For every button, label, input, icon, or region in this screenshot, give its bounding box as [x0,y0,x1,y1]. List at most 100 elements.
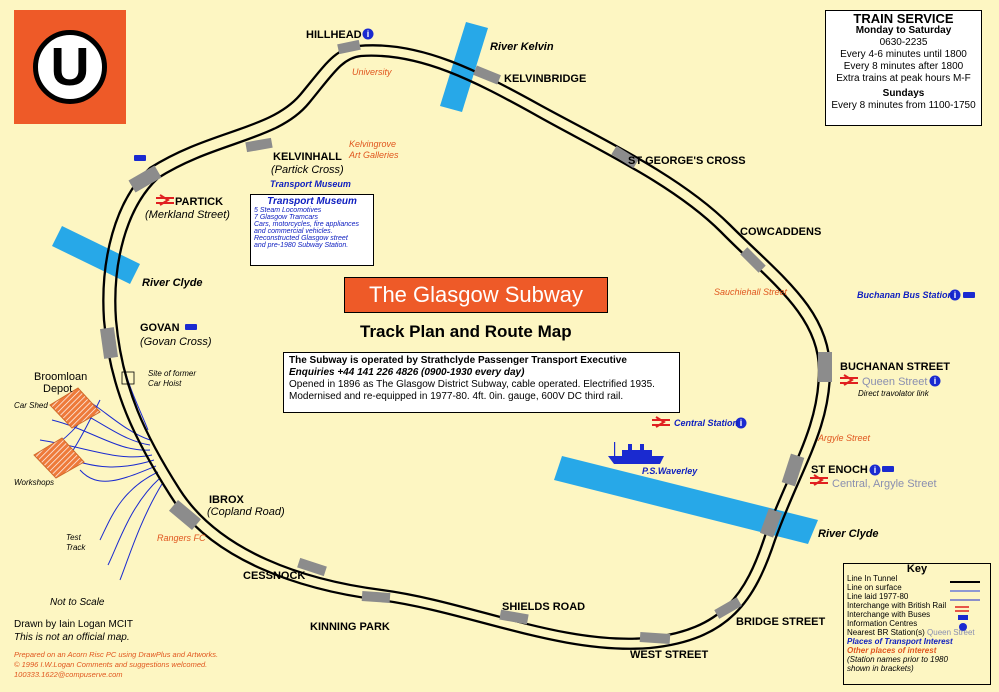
inner-circle-track [114,54,821,640]
key-note-2: shown in brackets) [847,664,914,673]
british-rail-icons [156,194,858,486]
station-cessnock: CESSNOCK [243,570,306,582]
station-kinning-park: KINNING PARK [310,621,390,633]
station-shields-road: SHIELDS ROAD [502,601,586,613]
map-title-text: The Glasgow Subway [369,282,583,307]
depot-name-1: Broomloan [34,371,88,383]
sunday-label: Sundays [882,88,925,99]
outer-circle-track [102,44,832,650]
poi-argyle-street: Argyle Street [818,433,871,443]
br-central-station: Central Station [674,418,739,428]
key-rail: Interchange with British Rail [847,601,947,610]
key-heading: Key [906,563,928,575]
sunday-line: Every 8 minutes from 1100-1750 [831,100,976,111]
svg-text:i: i [367,29,370,39]
br-queen-street: Queen Street [862,376,928,388]
river-clyde-east [554,456,818,544]
train-service-heading: TRAIN SERVICE [853,11,954,26]
br-central-argyle: Central, Argyle Street [832,478,937,490]
workshops-label: Workshops [14,478,55,487]
history-2: Modernised and re-equipped in 1977-80. 4… [289,391,624,402]
museum-line-5: Reconstructed Glasgow street [254,235,348,242]
car-shed [49,387,101,429]
travolator-link: Direct travolator link [858,389,929,398]
car-hoist-label-1: Site of former [148,369,197,378]
operator-text: The Subway is operated by Strathclyde Pa… [289,355,627,366]
weekday-line-3: Extra trains at peak hours M-F [836,73,971,84]
station-st-enoch: ST ENOCH [811,464,868,476]
credits-copyright: © 1996 I.W.Logan Comments and suggestion… [14,660,208,669]
station-cowcaddens: COWCADDENS [740,226,822,238]
station-st-georges-cross: ST GEORGE'S CROSS [628,155,746,167]
history-1: Opened in 1896 as The Glasgow District S… [289,379,655,390]
svg-text:i: i [874,465,877,475]
museum-heading: Transport Museum [267,196,357,207]
station-partick-old-name: (Merkland Street) [145,209,230,221]
key-laid: Line laid 1977-80 [847,592,909,601]
key-note-1: (Station names prior to 1980 [847,655,948,664]
key-buses: Interchange with Buses [847,610,931,619]
river-kelvin-label: River Kelvin [490,41,554,53]
credits-prepared: Prepared on an Acorn Risc PC using DrawP… [14,650,219,659]
station-partick: PARTICK [175,196,224,208]
station-govan-old-name: (Govan Cross) [140,336,212,348]
waverley-ship-icon [608,442,664,464]
station-west-street: WEST STREET [630,649,709,661]
station-govan: GOVAN [140,322,180,334]
museum-line-1: 5 Steam Locomotives [254,207,322,214]
svg-text:i: i [740,418,743,428]
station-buchanan-street: BUCHANAN STREET [840,361,950,373]
key-surface: Line on surface [847,583,902,592]
station-hillhead: HILLHEAD [306,29,362,41]
museum-line-2: 7 Glasgow Tramcars [254,214,319,221]
car-shed-label: Car Shed [14,401,48,410]
key-info: Information Centres [847,619,918,628]
key-box: Key Line In Tunnel Line on surface Line … [843,563,991,685]
logo-letter: U [50,37,90,97]
weekday-line-1: Every 4-6 minutes until 1800 [840,49,967,60]
river-clyde-east-label: River Clyde [818,528,879,540]
key-nearest: Nearest BR Station(s) [847,628,925,637]
station-ibrox: IBROX [209,494,244,506]
station-bridge-street: BRIDGE STREET [736,616,826,628]
enquiries-text: Enquiries +44 141 226 4826 (0900-1930 ev… [289,367,525,378]
key-line-samples [950,581,980,631]
info-box: The Subway is operated by Strathclyde Pa… [283,352,680,413]
station-kelvinhall: KELVINHALL [273,151,342,163]
key-other: Other places of interest [847,646,937,655]
depot-name-2: Depot [43,383,73,395]
museum-line-6: and pre-1980 Subway Station. [254,242,349,249]
station-ibrox-old-name: (Copland Road) [207,506,285,518]
station-kelvinbridge: KELVINBRIDGE [504,73,587,85]
test-track-label-2: Track [66,543,86,552]
poi-rangers-fc: Rangers FC [157,533,206,543]
train-service-box: TRAIN SERVICE Monday to Saturday 0630-22… [825,10,982,126]
workshops [33,437,85,479]
svg-text:i: i [934,376,937,386]
bus-icons [134,155,975,472]
not-to-scale: Not to Scale [50,597,105,608]
key-nearest-example: Queen Street [927,628,975,637]
museum-line-4: and commercial vehicles. [254,228,333,235]
transport-museum-box: Transport Museum 5 Steam Locomotives 7 G… [250,194,374,266]
museum-line-3: Cars, motorcycles, fire appliances [254,221,360,228]
drawn-by: Drawn by Iain Logan MCIT [14,619,133,630]
poi-kelvingrove-2: Art Galleries [349,150,399,160]
map-subtitle: Track Plan and Route Map [360,322,572,341]
ps-waverley-label: P.S.Waverley [642,466,698,476]
not-official: This is not an official map. [14,632,130,643]
buchanan-bus-station: Buchanan Bus Station [857,290,954,300]
river-clyde-west-label: River Clyde [142,277,203,289]
map-title: The Glasgow Subway [344,277,608,313]
weekday-label: Monday to Saturday [855,25,952,36]
platforms [99,39,832,645]
weekday-line-2: Every 8 minutes after 1800 [843,61,964,72]
test-track-label-1: Test [66,533,81,542]
weekday-hours: 0630-2235 [879,37,928,48]
poi-university: University [352,67,392,77]
svg-text:i: i [954,290,957,300]
info-glyphs: i i i i i [367,29,957,475]
subway-logo: U [14,10,126,124]
